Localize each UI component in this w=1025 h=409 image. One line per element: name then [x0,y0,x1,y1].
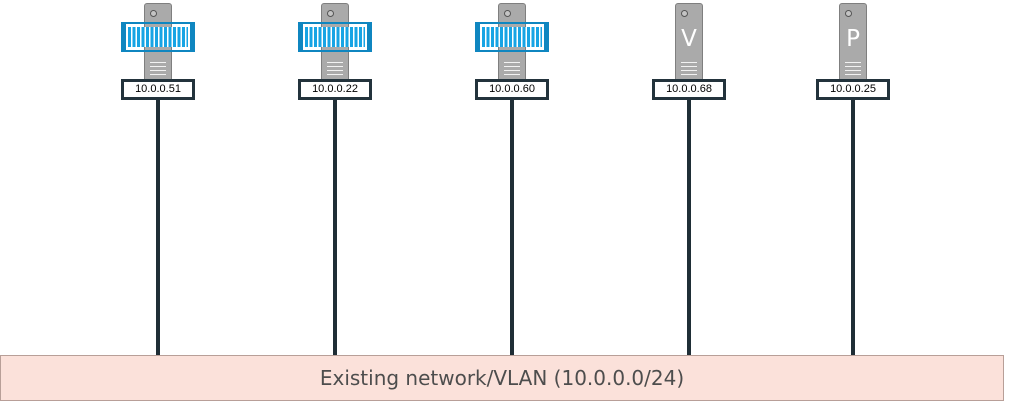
server-vent [150,66,166,67]
server-led [504,10,511,17]
node-5: P 10.0.0.25 [813,0,893,355]
server-vent [504,66,520,67]
server-vent [504,70,520,71]
network-link [333,100,337,355]
network-link [851,100,855,355]
server-icon: P [839,3,867,83]
server-vent [845,74,861,75]
server-vent [681,74,697,75]
server-icon: V [675,3,703,83]
server-vent [845,66,861,67]
ip-address-label: 10.0.0.68 [652,79,726,100]
server-letter: V [681,26,697,52]
ip-address-label: 10.0.0.51 [121,79,195,100]
server-letter: P [846,26,860,52]
ip-address-label: 10.0.0.25 [816,79,890,100]
server-vent [504,62,520,63]
node-2: 10.0.0.22 [295,0,375,355]
container-icon [298,22,372,52]
server-vent [681,70,697,71]
node-3: 10.0.0.60 [472,0,552,355]
server-led [327,10,334,17]
ip-address-label: 10.0.0.60 [475,79,549,100]
server-vent [327,66,343,67]
server-vent [150,74,166,75]
server-vent [327,70,343,71]
network-link [687,100,691,355]
node-4: V 10.0.0.68 [649,0,729,355]
server-vent [327,62,343,63]
server-vent [150,70,166,71]
server-led [845,10,852,17]
server-led [681,10,688,17]
ip-address-label: 10.0.0.22 [298,79,372,100]
server-vent [681,66,697,67]
container-icon [121,22,195,52]
server-vent [150,62,166,63]
network-vlan-bar: Existing network/VLAN (10.0.0.0/24) [0,355,1004,401]
server-vent [845,62,861,63]
network-link [510,100,514,355]
server-led [150,10,157,17]
server-vent [681,62,697,63]
network-link [156,100,160,355]
server-vent [504,74,520,75]
container-icon [475,22,549,52]
server-vent [327,74,343,75]
node-1: 10.0.0.51 [118,0,198,355]
server-vent [845,70,861,71]
